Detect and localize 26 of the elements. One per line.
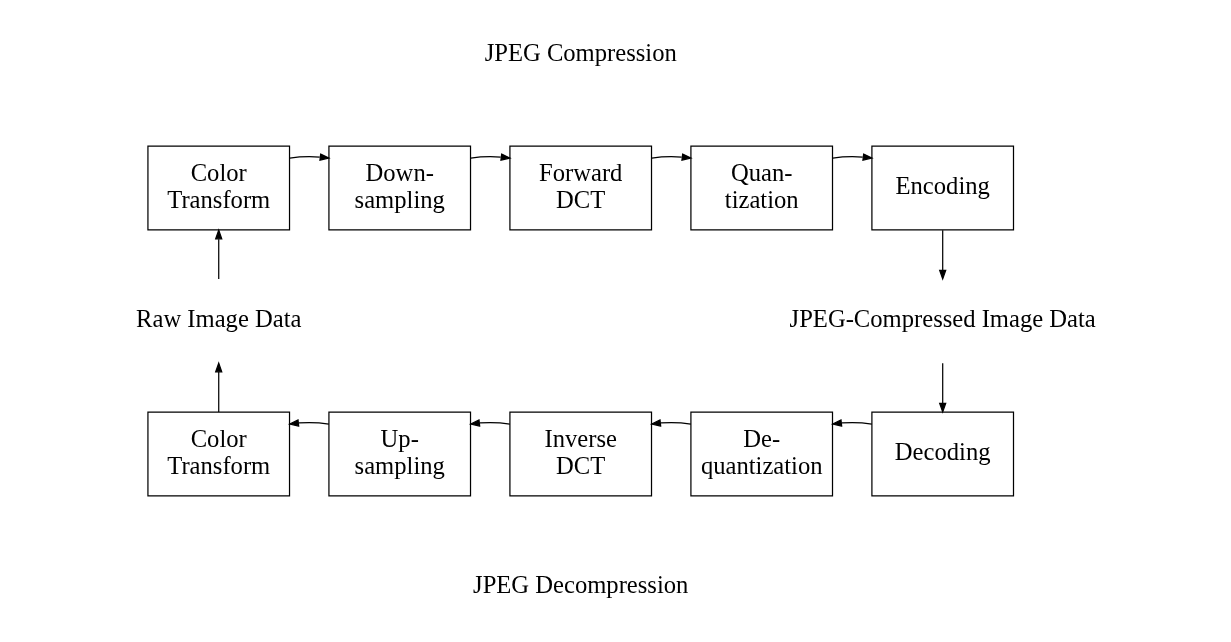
node-box: Forward DCT bbox=[509, 145, 653, 231]
node-box: Encoding bbox=[871, 145, 1015, 231]
label: JPEG Decompression bbox=[473, 571, 689, 599]
arrow bbox=[470, 153, 512, 161]
node-text: Raw Image Data bbox=[136, 305, 302, 333]
arrow bbox=[938, 229, 947, 281]
node-box: Up- sampling bbox=[328, 411, 472, 497]
label: JPEG Compression bbox=[484, 39, 677, 67]
arrow bbox=[651, 153, 693, 161]
arrow bbox=[938, 362, 947, 414]
node-box: Color Transform bbox=[147, 145, 291, 231]
arrow bbox=[832, 153, 874, 161]
node-box: Down- sampling bbox=[328, 145, 472, 231]
arrow bbox=[649, 419, 692, 427]
node-box: De- quantization bbox=[690, 411, 834, 497]
node-box: Quan- tization bbox=[690, 145, 834, 231]
node-box: Color Transform bbox=[147, 411, 291, 497]
arrow bbox=[287, 419, 330, 427]
arrow bbox=[289, 153, 331, 161]
arrow bbox=[214, 361, 223, 413]
node-box: Inverse DCT bbox=[509, 411, 653, 497]
arrow bbox=[468, 419, 511, 427]
node-text: JPEG-Compressed Image Data bbox=[789, 305, 1096, 333]
arrow bbox=[214, 228, 223, 280]
arrow bbox=[830, 419, 873, 427]
node-box: Decoding bbox=[871, 411, 1015, 497]
